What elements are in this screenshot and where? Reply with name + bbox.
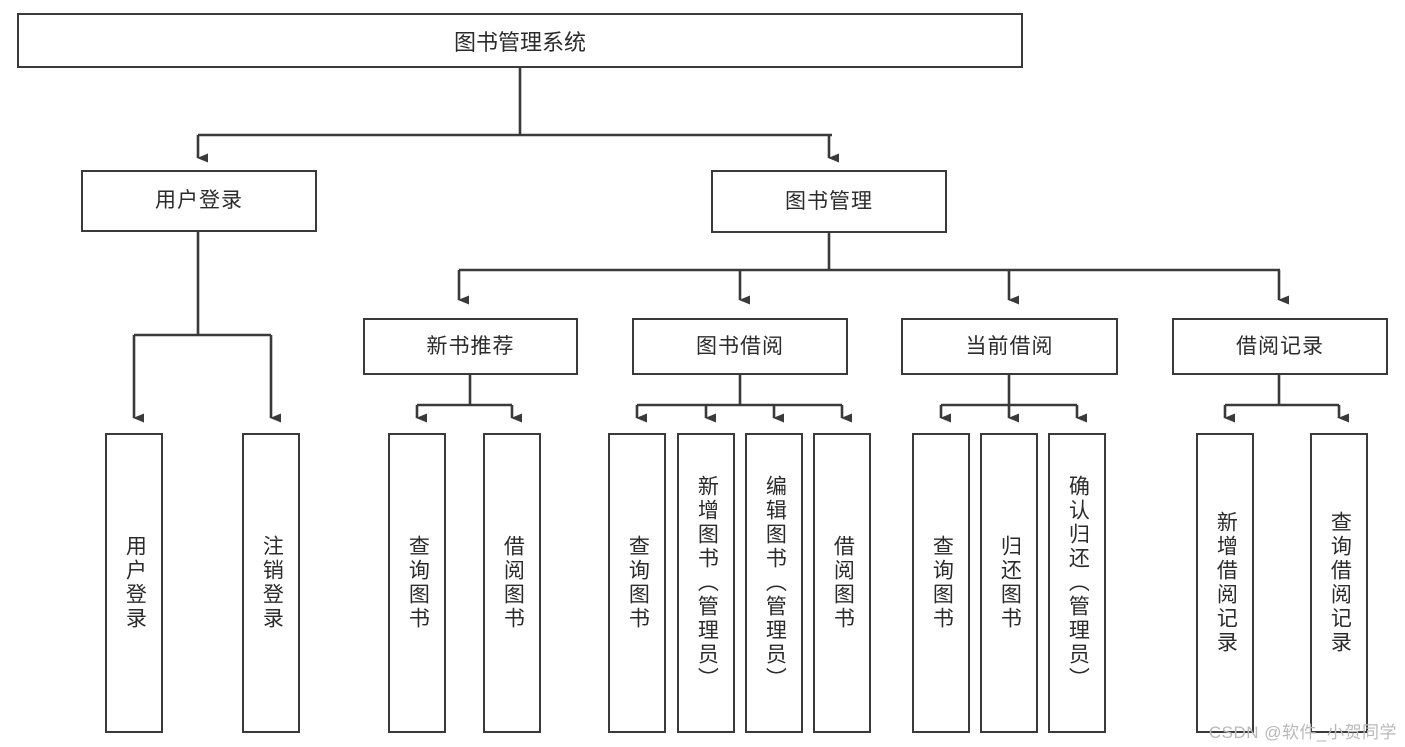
leaf-new-book-query[interactable]: 查询图书 <box>388 433 446 733</box>
node-label: 用户登录 <box>155 189 243 213</box>
leaf-book-borrow-edit[interactable]: 编辑图书（管理员） <box>745 433 803 733</box>
node-label: 图书借阅 <box>696 334 784 358</box>
node-current-borrow[interactable]: 当前借阅 <box>901 318 1118 375</box>
node-label: 查询图书 <box>930 535 954 631</box>
node-label: 用户登录 <box>123 535 147 631</box>
node-label: 编辑图书（管理员） <box>763 475 787 691</box>
leaf-book-borrow-query[interactable]: 查询图书 <box>608 433 666 733</box>
node-label: 查询图书 <box>626 535 650 631</box>
leaf-current-borrow-confirm-return[interactable]: 确认归还（管理员） <box>1048 433 1106 733</box>
node-label: 新书推荐 <box>426 334 515 358</box>
node-book-management[interactable]: 图书管理 <box>711 170 947 233</box>
leaf-user-login-logout[interactable]: 注销登录 <box>242 433 300 733</box>
leaf-new-book-borrow[interactable]: 借阅图书 <box>483 433 541 733</box>
leaf-borrow-record-query[interactable]: 查询借阅记录 <box>1310 433 1368 733</box>
node-label: 新增借阅记录 <box>1214 511 1238 655</box>
node-label: 当前借阅 <box>965 334 1054 358</box>
node-label: 归还图书 <box>998 535 1022 631</box>
node-label: 查询图书 <box>406 535 430 631</box>
leaf-current-borrow-return[interactable]: 归还图书 <box>980 433 1038 733</box>
node-label: 图书管理系统 <box>453 29 586 55</box>
leaf-user-login-login[interactable]: 用户登录 <box>105 433 163 733</box>
node-user-login[interactable]: 用户登录 <box>81 170 317 232</box>
node-label: 新增图书（管理员） <box>695 475 719 691</box>
node-label: 借阅图书 <box>831 535 855 631</box>
node-borrow-record[interactable]: 借阅记录 <box>1172 318 1388 375</box>
node-label: 查询借阅记录 <box>1328 511 1352 655</box>
leaf-borrow-record-add[interactable]: 新增借阅记录 <box>1196 433 1254 733</box>
node-label: 借阅记录 <box>1236 334 1324 358</box>
leaf-book-borrow-add[interactable]: 新增图书（管理员） <box>677 433 735 733</box>
node-label: 图书管理 <box>785 189 873 213</box>
node-label: 确认归还（管理员） <box>1066 475 1090 691</box>
leaf-current-borrow-query[interactable]: 查询图书 <box>912 433 970 733</box>
node-root-system[interactable]: 图书管理系统 <box>17 13 1023 68</box>
node-label: 注销登录 <box>260 535 284 631</box>
node-book-borrow[interactable]: 图书借阅 <box>632 318 848 375</box>
node-new-book-recommend[interactable]: 新书推荐 <box>363 318 578 375</box>
watermark-text: CSDN @软件_小贺同学 <box>1208 723 1397 742</box>
leaf-book-borrow-borrow[interactable]: 借阅图书 <box>813 433 871 733</box>
node-label: 借阅图书 <box>501 535 525 631</box>
